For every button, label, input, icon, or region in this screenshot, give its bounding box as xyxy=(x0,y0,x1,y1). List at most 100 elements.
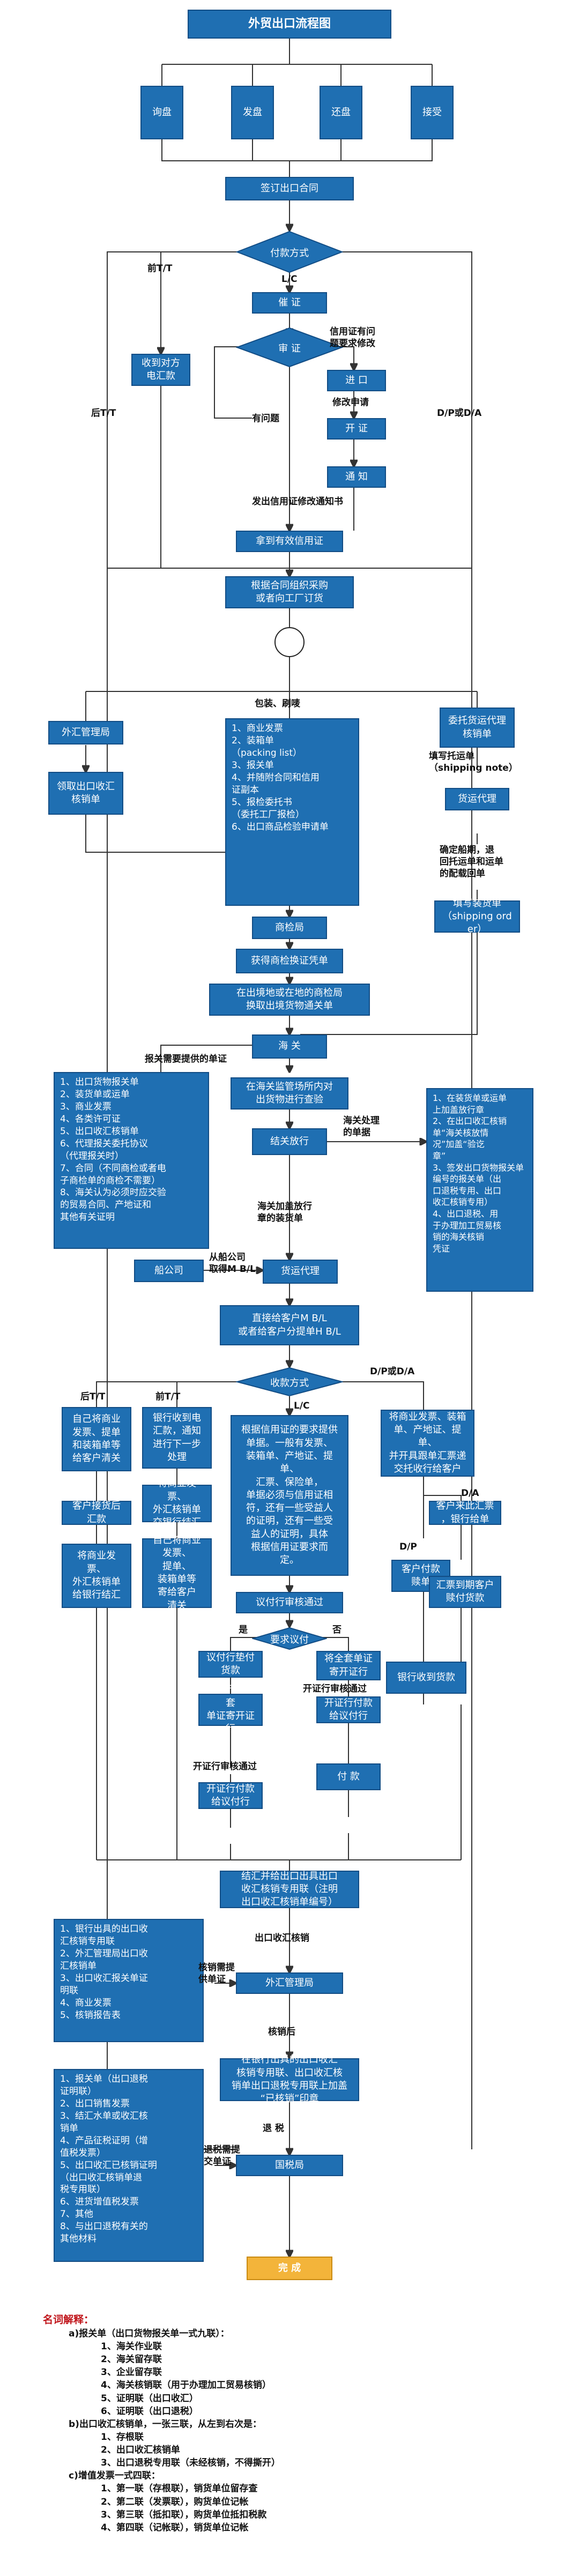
done-box: 完 成 xyxy=(247,2257,332,2280)
step-counter-offer: 还盘 xyxy=(320,86,362,139)
foreign-bureau-2-box: 外汇管理局 xyxy=(236,1972,343,1994)
glossary-b-item: 2、出口收汇核销单 xyxy=(101,2445,180,2456)
freight-agent-commission-box: 委托货运代理 核销单 xyxy=(440,708,515,748)
verification-form-box: 领取出口收汇 核销单 xyxy=(48,772,123,815)
freight-agent-box: 货运代理 xyxy=(445,788,509,810)
label-tt-before: 前T/T xyxy=(147,263,173,274)
glossary-a-item: 1、海关作业联 xyxy=(101,2341,162,2352)
step-offer: 发盘 xyxy=(231,86,274,139)
valid-lc-box: 拿到有效信用证 xyxy=(236,531,343,552)
label-refund: 退 税 xyxy=(263,2123,284,2134)
shipping-company-box: 船公司 xyxy=(134,1260,204,1282)
issuing-pay-2-box: 开证行付款 给议付行 xyxy=(316,1696,381,1723)
before-tt-bank-box: 银行收到电 汇款，通知 进行下一步 处理 xyxy=(142,1407,212,1469)
send-to-issuing-bank-box: 开证行将全套 单证寄开证 行 xyxy=(198,1684,263,1734)
after-tt-settle-box: 将商业发票、 外汇核销单 给银行结汇 xyxy=(62,1544,131,1608)
payment-method-diamond xyxy=(236,230,343,273)
review-lc-diamond xyxy=(236,327,343,368)
receive-advance-box: 收到对方 电汇款 xyxy=(131,354,190,386)
before-tt-send-box: 自己将商业 发票、 提单、 装箱单等 寄给客户 清关 xyxy=(142,1535,212,1611)
label-col-tt-before: 前T/T xyxy=(155,1391,181,1402)
need-negotiation-label: 要求议付 xyxy=(270,1634,309,1646)
before-tt-settle-box: 将商业发票、 外汇核销单 交银行结汇 xyxy=(142,1478,212,1528)
label-tt-after: 后T/T xyxy=(91,408,116,419)
payment-box: 付 款 xyxy=(316,1763,381,1790)
glossary-c-item: 2、第二联（发票联），购货单位记帐 xyxy=(101,2496,249,2507)
label-amendment-notice: 发出信用证修改通知书 xyxy=(252,496,343,507)
glossary-c: c)增值发票一式四联： xyxy=(69,2470,160,2482)
label-no-problem: 有问题 xyxy=(252,413,279,424)
step-acceptance: 接受 xyxy=(411,86,454,139)
label-after-verify: 核销后 xyxy=(268,2027,295,2037)
label-issuing-approve: 开证行审核通过 xyxy=(193,1761,257,1772)
purchase-box: 根据合同组织采购 或者向工厂订货 xyxy=(225,576,354,608)
dpda-docs-box: 将商业发票、装箱 单、产地证、提单、 并开具跟单汇票递 交托收行给客户 xyxy=(381,1410,474,1477)
label-dpda: D/P或D/A xyxy=(437,408,482,419)
label-no: 否 xyxy=(332,1625,342,1635)
glossary-a: a)报关单（出口货物报关单一式九联）： xyxy=(69,2328,229,2339)
sign-contract-box: 签订出口合同 xyxy=(225,177,354,200)
customs-inspect-box: 在海关监管场所内对 出货物进行查验 xyxy=(231,1077,348,1110)
settlement-box: 结汇并给出口出具出口 收汇核销专用联（注明 出口收汇核销单编号） xyxy=(220,1871,359,1908)
glossary-a-item: 3、企业留存联 xyxy=(101,2367,162,2378)
label-confirm-ship: 确定船期，退 回托运单和运单 的配载回单 xyxy=(440,845,503,880)
label-da: D/A xyxy=(461,1488,479,1499)
lc-docs-box: 根据信用证的要求提供 单据。一般有发票、 装箱单、产地证、提单、 汇票、保险单，… xyxy=(231,1415,348,1576)
collection-method-label: 收款方式 xyxy=(270,1378,309,1389)
refund-docs-box: 1、报关单（出口退税 证明联） 2、出口销售发票 3、结汇水单或收汇核 销单 4… xyxy=(54,2069,204,2262)
label-col-tt-after: 后T/T xyxy=(80,1391,106,1402)
title-box: 外贸出口流程图 xyxy=(188,10,391,39)
import-box: 进 口 xyxy=(327,370,386,391)
draft-due-box: 汇票到期客户 赎付货款 xyxy=(429,1576,501,1608)
customer-bank-box: 客户来此汇票 ，银行给单 xyxy=(429,1500,501,1525)
label-dp: D/P xyxy=(399,1542,417,1552)
negotiating-bank-review-box: 议付行审核通过 xyxy=(236,1592,343,1613)
label-col-lc: L/C xyxy=(294,1401,310,1411)
glossary-a-item: 2、海关留存联 xyxy=(101,2354,162,2365)
label-modify-request: 修改申请 xyxy=(332,397,369,408)
bank-advance-box: 议付行垫付 货款 xyxy=(198,1651,263,1678)
review-lc-label: 审 证 xyxy=(278,343,301,354)
freight-agent-2-box: 货运代理 xyxy=(263,1260,338,1284)
customs-docs-box: 1、出口货物报关单 2、装货单或运单 3、商业发票 4、各类许可证 5、出口收汇… xyxy=(54,1072,209,1249)
label-issuing-approve-2: 开证行审核通过 xyxy=(303,1684,367,1694)
glossary-a-item: 5、证明联（出口收汇） xyxy=(101,2393,198,2404)
tax-bureau-box: 国税局 xyxy=(236,2155,343,2176)
merge-circle xyxy=(274,627,305,657)
glossary-b-item: 3、出口退税专用联（未经核销，不得撕开） xyxy=(101,2458,280,2469)
send-docs-box: 将全套单证 寄开证行 xyxy=(316,1651,381,1680)
open-lc-box: 开 证 xyxy=(327,418,386,440)
stamp-box: 在银行出具的出口收汇 核销专用联、出口收汇核 销单出口退税专用联上加盖 “已核销… xyxy=(220,2054,359,2104)
payment-method-label: 付款方式 xyxy=(270,248,309,259)
issuing-pay-box: 开证行付款 给议付行 xyxy=(198,1782,263,1809)
glossary-heading: 名词解释： xyxy=(43,2314,94,2326)
shipping-order-box: 填写装货单 （shipping order） xyxy=(434,898,520,935)
label-get-mbl: 从船公司 取得M B/L xyxy=(209,1252,256,1275)
certificate-box: 获得商检换证凭单 xyxy=(236,949,343,973)
label-released-bill: 海关加盖放行 章的装货单 xyxy=(257,1201,312,1224)
label-col-dpda: D/P或D/A xyxy=(370,1366,415,1377)
glossary: 名词解释： a)报关单（出口货物报关单一式九联）： 1、海关作业联 2、海关留存… xyxy=(43,2313,525,2534)
label-verify: 出口收汇核销 xyxy=(255,1933,309,1944)
label-yes: 是 xyxy=(239,1625,248,1635)
label-customs-docs: 报关需要提供的单证 xyxy=(145,1054,227,1064)
customs-box: 海 关 xyxy=(252,1034,327,1059)
bl-to-customer-box: 直接给客户M B/L 或者给客户分提单H B/L xyxy=(220,1305,359,1345)
label-packing: 包装、刷唛 xyxy=(255,698,300,709)
collection-method-diamond xyxy=(236,1367,343,1397)
label-lc-question: 信用证有问 题要求修改 xyxy=(330,326,375,349)
label-shipping-note: 填写托运单 （shipping note） xyxy=(429,751,518,774)
customs-release-box: 结关放行 xyxy=(252,1128,327,1155)
inspection-docs-box: 1、商业发票 2、装箱单 （packing list） 3、报关单 4、并随附合… xyxy=(225,718,359,906)
need-negotiation-diamond xyxy=(252,1627,327,1650)
urge-lc-box: 催 证 xyxy=(252,292,327,314)
exchange-clearance-box: 在出境地或在地的商检局 换取出境货物通关单 xyxy=(209,984,370,1016)
customer-remit-box: 客户接货后 汇款 xyxy=(62,1500,131,1525)
glossary-c-item: 4、第四联（记帐联），销货单位记帐 xyxy=(101,2522,249,2533)
glossary-a-item: 6、证明联（出口退税） xyxy=(101,2406,198,2417)
label-verify-docs: 核销需提 供单证 xyxy=(198,1962,235,1985)
glossary-c-item: 1、第一联（存根联），销货单位留存查 xyxy=(101,2483,258,2495)
bank-received-box: 银行收到货款 xyxy=(386,1662,466,1694)
notify-box: 通 知 xyxy=(327,466,386,488)
